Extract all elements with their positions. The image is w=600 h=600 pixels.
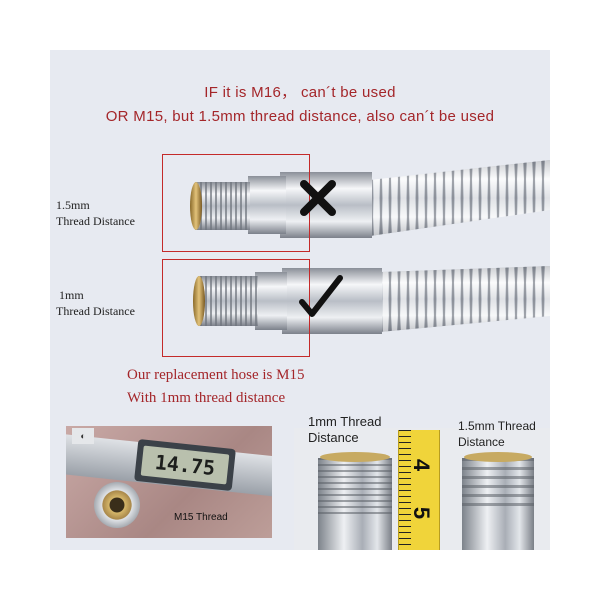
caliper-caption: M15 Thread xyxy=(174,512,228,523)
comparison-left-label-bottom: Distance xyxy=(308,430,359,445)
fitting-2-label-top: 1mm xyxy=(59,288,84,302)
replacement-line-2: With 1mm thread distance xyxy=(127,390,286,406)
tape-number-4: 4 xyxy=(409,458,435,472)
fitting-1-label-top: 1.5mm xyxy=(56,198,90,212)
hose-1-photo xyxy=(190,160,550,334)
tape-number-5: 5 xyxy=(409,506,435,520)
tape-measure: 4 5 xyxy=(398,430,440,550)
comparison-photo: 4 5 xyxy=(294,428,550,550)
product-info-panel: IF it is M16， can´t be used OR M15, but … xyxy=(50,50,550,550)
fitting-2-label-bottom: Thread Distance xyxy=(56,304,135,318)
fitting-2-highlight-box xyxy=(162,259,310,357)
comparison-right-label-top: 1.5mm Thread xyxy=(458,419,536,433)
fitting-2-label: 1mm Thread Distance xyxy=(56,287,135,319)
comparison-right-label: 1.5mm Thread Distance xyxy=(458,418,536,450)
warning-line-2: OR M15, but 1.5mm thread distance, also … xyxy=(105,108,495,125)
fitting-1-label: 1.5mm Thread Distance xyxy=(56,197,135,229)
check-mark-icon xyxy=(299,275,343,317)
comparison-right-label-bottom: Distance xyxy=(458,435,505,449)
caliper-photo: 14.75 ◐ M15 Thread xyxy=(66,426,272,538)
fitting-1-highlight-box xyxy=(162,154,310,252)
comparison-left-label: 1mm Thread Distance xyxy=(308,414,381,446)
caliper-reading: 14.75 xyxy=(153,449,217,481)
replacement-line-1: Our replacement hose is M15 xyxy=(127,367,305,383)
fitting-1-label-bottom: Thread Distance xyxy=(56,214,135,228)
warning-line-1: IF it is M16， can´t be used xyxy=(204,84,396,101)
x-mark-icon xyxy=(300,180,336,216)
comparison-left-label-top: 1mm Thread xyxy=(308,414,382,429)
